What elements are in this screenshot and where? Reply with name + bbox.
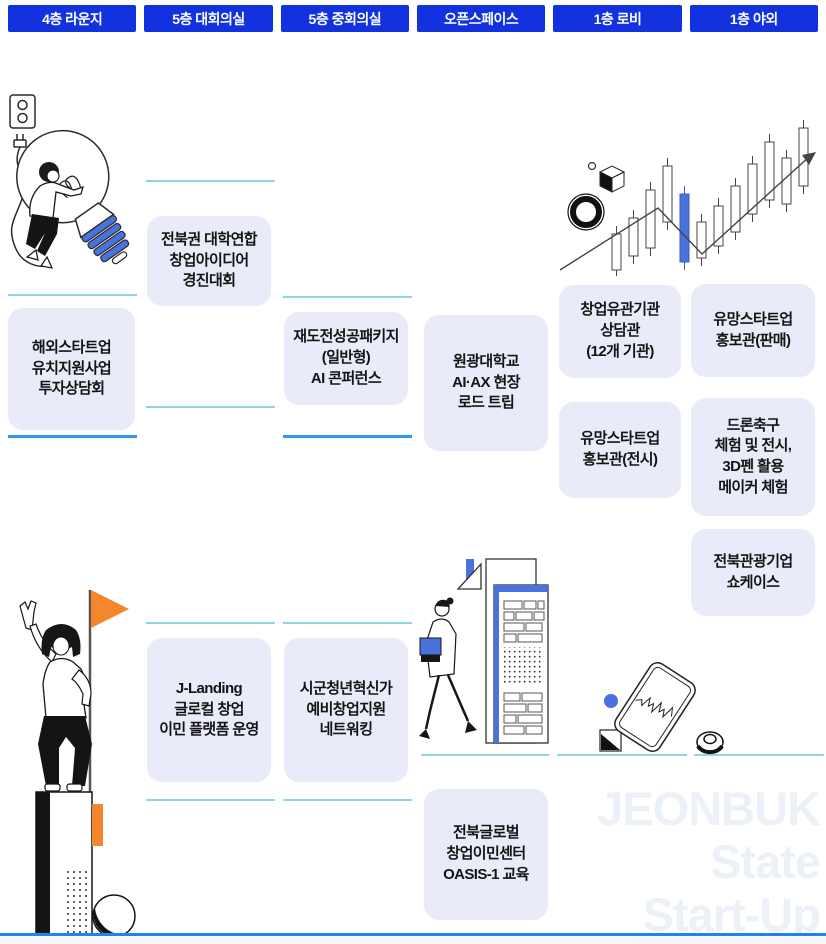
tab-lounge-4f[interactable]: 4층 라운지	[8, 5, 137, 32]
timeline-rule	[694, 754, 824, 756]
event-card-j-landing: J-Landing 글로컬 창업 이민 플랫폼 운영	[147, 638, 271, 782]
event-card-startup-booth-expo: 유망스타트업 홍보관(전시)	[559, 402, 681, 498]
timeline-rule	[283, 622, 412, 624]
timeline-rule	[146, 180, 275, 182]
bottom-accent-rule	[0, 933, 826, 936]
event-card-tourism-showcase: 전북관광기업 쇼케이스	[691, 529, 815, 616]
timeline-rule-accent	[8, 435, 137, 438]
timeline-rule	[8, 294, 137, 296]
timeline-rule	[146, 622, 275, 624]
tablet-sketch-illustration	[588, 650, 753, 762]
event-card-drone-maker: 드론축구 체험 및 전시, 3D펜 활용 메이커 체험	[691, 398, 815, 516]
tab-mid-hall-5f[interactable]: 5층 중회의실	[280, 5, 409, 32]
timeline-rule	[146, 406, 275, 408]
timeline-rule	[283, 296, 412, 298]
timeline-rule	[146, 799, 275, 801]
event-card-agency-consulting: 창업유관기관 상담관 (12개 기관)	[559, 285, 681, 378]
watermark-line: State	[710, 835, 821, 888]
event-card-overseas-startup: 해외스타트업 유치지원사업 투자상담회	[8, 308, 135, 430]
tab-open-space[interactable]: 오픈스페이스	[416, 5, 546, 32]
tab-grand-hall-5f[interactable]: 5층 대회의실	[144, 5, 273, 32]
watermark-line: Start-Up	[642, 888, 821, 941]
timeline-rule	[283, 799, 412, 801]
watermark-text: JEONBUK State Start-Up	[597, 782, 821, 941]
tab-lobby-1f[interactable]: 1층 로비	[553, 5, 682, 32]
candlestick-chart-illustration	[554, 106, 826, 278]
timeline-rule	[421, 754, 549, 756]
flag-on-pillar-illustration	[0, 582, 145, 944]
event-card-univ-idea-contest: 전북권 대학연합 창업아이디어 경진대회	[147, 216, 271, 306]
event-card-ai-conference: 재도전성공패키지 (일반형) AI 콘퍼런스	[284, 312, 408, 405]
lightbulb-illustration	[2, 82, 147, 297]
timeline-rule	[557, 754, 687, 756]
event-card-wonkwang-road-trip: 원광대학교 AI·AX 현장 로드 트립	[424, 315, 548, 451]
walking-to-building-illustration	[418, 545, 553, 760]
venue-tab-bar: 4층 라운지 5층 대회의실 5층 중회의실 오픈스페이스 1층 로비 1층 야…	[0, 5, 826, 32]
watermark-line: JEONBUK	[597, 782, 821, 835]
tab-outdoor-1f[interactable]: 1층 야외	[689, 5, 818, 32]
event-card-startup-booth-sales: 유망스타트업 홍보관(판매)	[691, 284, 815, 377]
event-card-youth-networking: 시군청년혁신가 예비창업지원 네트워킹	[284, 638, 408, 782]
footer-strip	[0, 936, 826, 944]
timeline-rule-accent	[283, 435, 412, 438]
event-card-oasis-education: 전북글로벌 창업이민센터 OASIS-1 교육	[424, 789, 548, 920]
